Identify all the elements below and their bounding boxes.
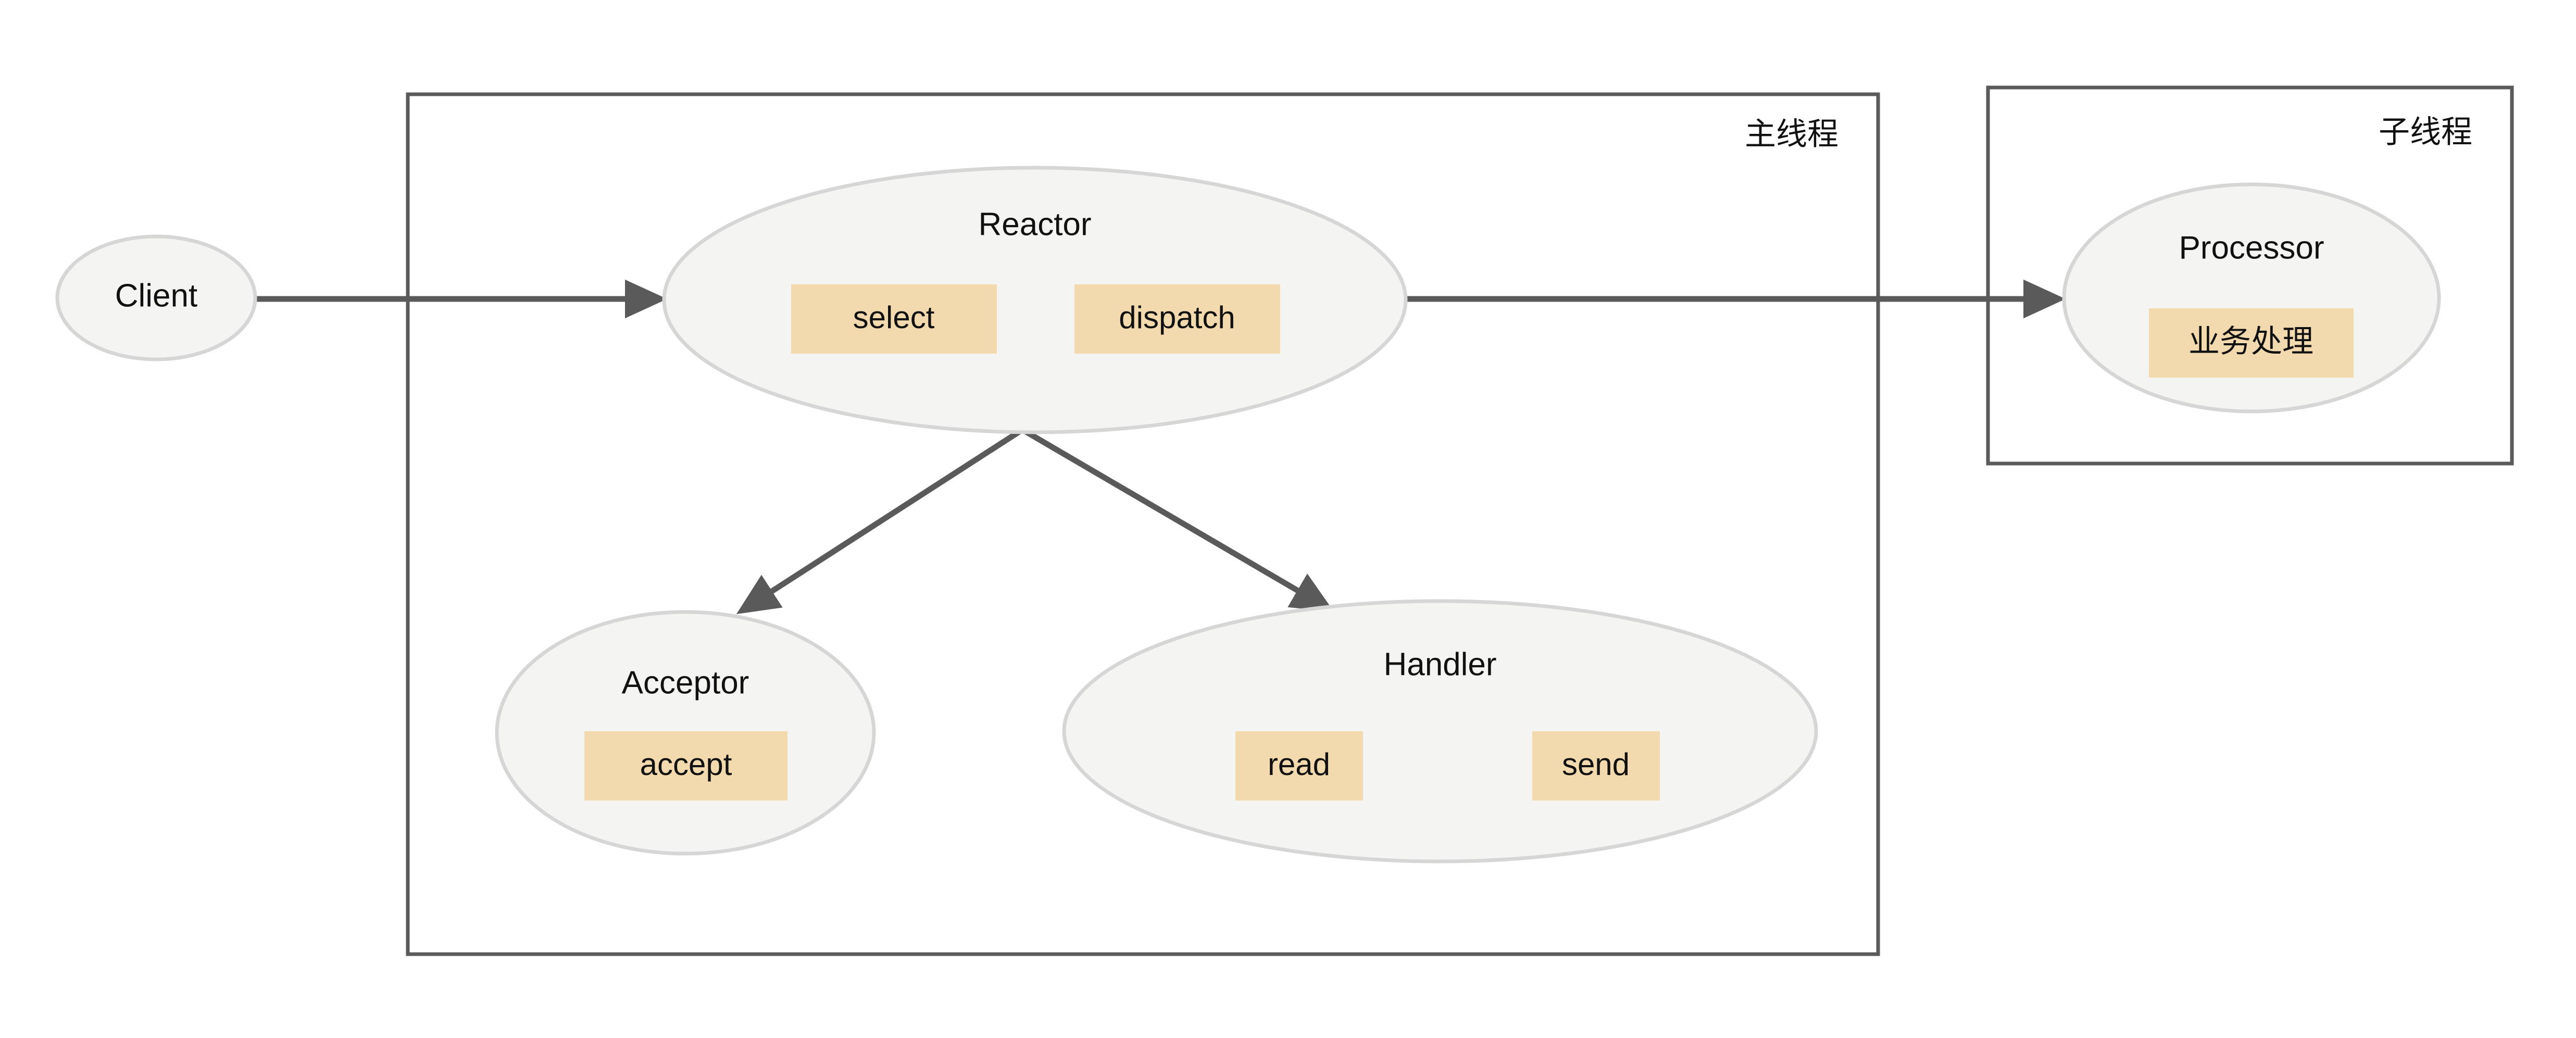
container-main-thread: 主线程 <box>406 92 1880 956</box>
client-title: Client <box>115 278 198 314</box>
node-handler[interactable]: Handler read send <box>1062 599 1818 864</box>
handler-op-read-box[interactable] <box>1235 731 1363 801</box>
processor-op-business-box[interactable] <box>2149 308 2354 378</box>
reactor-op-select-box[interactable] <box>791 284 997 354</box>
client-ellipse[interactable] <box>55 234 257 361</box>
main-thread-box <box>406 92 1880 956</box>
container-sub-thread: 子线程 <box>1986 85 2514 466</box>
node-client[interactable]: Client <box>55 234 257 361</box>
handler-title: Handler <box>1383 646 1496 682</box>
sub-thread-label: 子线程 <box>2379 115 2472 149</box>
acceptor-title: Acceptor <box>622 665 749 701</box>
edge-reactor-to-acceptor <box>736 427 1024 615</box>
reactor-op-select-label: select <box>853 300 935 335</box>
sub-thread-box <box>1986 85 2514 466</box>
acceptor-op-accept-box[interactable] <box>584 731 787 801</box>
handler-ellipse[interactable] <box>1062 599 1818 864</box>
node-processor[interactable]: Processor 业务处理 <box>2062 182 2441 414</box>
edges-layer <box>256 279 2066 615</box>
reactor-title: Reactor <box>978 206 1091 242</box>
acceptor-op-accept-label: accept <box>640 747 732 782</box>
processor-title: Processor <box>2179 230 2324 266</box>
main-thread-label: 主线程 <box>1745 117 1839 152</box>
handler-op-send-box[interactable] <box>1532 731 1660 801</box>
node-acceptor[interactable]: Acceptor accept <box>495 610 876 856</box>
handler-op-send-label: send <box>1562 747 1630 782</box>
node-reactor[interactable]: Reactor select dispatch <box>662 166 1408 434</box>
reactor-op-dispatch-label: dispatch <box>1119 300 1235 335</box>
processor-op-business-label: 业务处理 <box>2189 324 2314 359</box>
reactor-ellipse[interactable] <box>662 166 1408 434</box>
edge-reactor-to-handler <box>1021 427 1334 612</box>
reactor-op-dispatch-box[interactable] <box>1074 284 1280 354</box>
handler-op-read-label: read <box>1268 747 1330 782</box>
